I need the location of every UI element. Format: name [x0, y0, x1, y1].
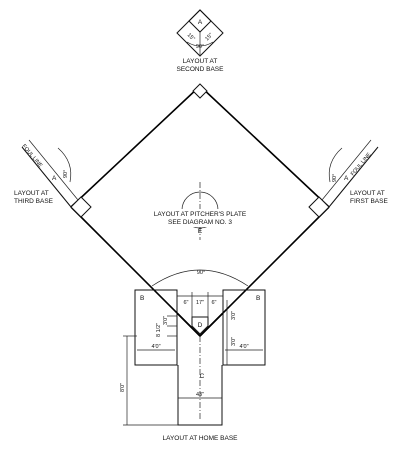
- second-base-label-line2: SECOND BASE: [177, 66, 225, 73]
- home-base-detail: 90° B B D 6" 17" 6" 3'0" 8 1/2" 3'0" 3'0…: [120, 269, 266, 442]
- pitchers-plate-label-line1: LAYOUT AT PITCHER'S PLATE: [154, 211, 247, 218]
- second-base-letter-a: A: [198, 19, 203, 26]
- third-base-detail: FOUL LINE 90° A LAYOUT AT THIRD BASE: [14, 139, 79, 208]
- second-base-left-edge: [176, 20, 190, 34]
- right-box-letter-b: B: [256, 295, 260, 302]
- second-base-marker: [192, 83, 208, 99]
- third-base-label-line2: THIRD BASE: [14, 198, 54, 205]
- first-base-angle-arc: [328, 147, 343, 183]
- home-angle-arc: [151, 269, 249, 287]
- third-base-dim-90: 90°: [63, 170, 69, 178]
- home-left-line: [176, 312, 201, 337]
- first-base-detail: FOUL LINE 90° A LAYOUT AT FIRST BASE: [321, 139, 388, 208]
- left-box-width: 4'0": [151, 344, 160, 350]
- dim-six-left: 6": [183, 300, 188, 306]
- right-box-dim-3ft-lower: 3'0": [231, 337, 237, 346]
- left-batters-box: [134, 289, 178, 366]
- pitchers-plate-label-bg: [158, 209, 242, 227]
- dim-six-right: 6": [211, 300, 216, 306]
- third-foul-line-ext-inner: [28, 139, 79, 201]
- right-box-dim-3ft: 3'0": [231, 311, 237, 320]
- third-base-angle-arc: [57, 147, 72, 183]
- third-foul-line-ext: [21, 146, 72, 208]
- second-base-angle-arc: [186, 41, 214, 47]
- third-base-bag: [70, 196, 92, 218]
- second-base-dim-90: 90°: [196, 44, 204, 50]
- third-base-letter-a: A: [52, 175, 57, 182]
- pitchers-plate-detail: LAYOUT AT PITCHER'S PLATE SEE DIAGRAM NO…: [154, 182, 247, 240]
- left-box-dim-8-5: 8 1/2": [156, 323, 162, 337]
- home-right-line: [199, 312, 224, 337]
- first-foul-line-ext-inner: [321, 139, 372, 201]
- pitchers-plate-letter-e: E: [198, 228, 203, 235]
- left-box-letter-b: B: [140, 295, 144, 302]
- foul-line-label-left: FOUL LINE: [20, 143, 43, 169]
- left-dim-8ft: 8'0": [120, 383, 126, 392]
- catchers-box-letter-c: C: [200, 373, 205, 380]
- home-dim-90: 90°: [197, 270, 205, 276]
- dim-seventeen: 17": [196, 300, 204, 306]
- third-base-label-line1: LAYOUT AT: [14, 190, 49, 197]
- pitchers-plate-label-line2: SEE DIAGRAM NO. 3: [168, 219, 232, 226]
- second-base-right-edge: [210, 20, 224, 34]
- right-box-width: 4'0": [239, 344, 248, 350]
- diamond-upper-edges: [70, 84, 330, 208]
- second-base-dim-15-left: 15": [186, 32, 196, 42]
- second-base-label-line1: LAYOUT AT: [183, 58, 218, 65]
- home-base-label: LAYOUT AT HOME BASE: [162, 435, 238, 442]
- first-base-label-line2: FIRST BASE: [350, 198, 388, 205]
- first-base-dim-90: 90°: [332, 174, 338, 182]
- first-base-label-line1: LAYOUT AT: [350, 190, 385, 197]
- catchers-box-width: 43": [196, 392, 204, 398]
- first-base-bag: [308, 196, 330, 218]
- second-base-detail: A 15" 15" 90° LAYOUT AT SECOND BASE: [176, 9, 225, 73]
- home-plate: [191, 316, 209, 335]
- catchers-box: [177, 365, 223, 426]
- second-base-dim-15-right: 15": [204, 32, 214, 42]
- right-batters-box: [222, 289, 266, 366]
- foul-line-label-right: FOUL LINE: [350, 152, 373, 178]
- left-box-dim-3ft: 3'0": [163, 316, 169, 325]
- first-base-letter-a: A: [344, 175, 349, 182]
- home-plate-letter-d: D: [198, 322, 203, 329]
- first-foul-line-ext: [328, 146, 379, 208]
